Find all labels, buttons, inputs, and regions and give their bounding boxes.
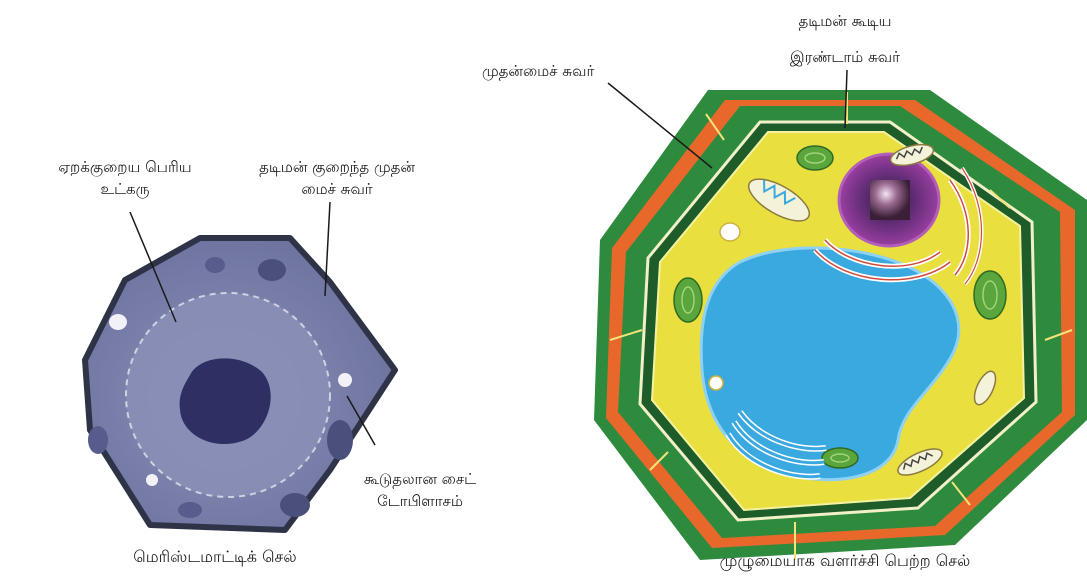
meristem-plastid <box>327 420 353 460</box>
chloroplast <box>974 271 1006 319</box>
label-thin-wall-line1: தடிமன் குறைந்த முதன் <box>212 156 462 178</box>
label-thin-primary-wall: தடிமன் குறைந்த முதன் மைச் சுவர் <box>212 156 462 200</box>
meristem-vacuole <box>338 373 352 387</box>
label-nucleus-line1: ஏறக்குறைய பெரிய <box>40 156 210 178</box>
meristem-vacuole <box>146 474 158 486</box>
nucleolus <box>870 180 910 220</box>
meristem-vacuole <box>109 314 127 330</box>
caption-meristematic-cell: மெரிஸ்டமாட்டிக் செல் <box>95 546 335 568</box>
label-nucleus: ஏறக்குறைய பெரிய உட்கரு <box>40 156 210 200</box>
label-cytoplasm-line2: டோபிளாசம் <box>330 490 510 512</box>
meristem-plastid <box>205 257 225 273</box>
chloroplast <box>674 278 702 322</box>
meristem-nucleolus <box>180 358 271 444</box>
label-secondary-wall: தடிமன் கூடிய இரண்டாம் சுவர் <box>755 10 935 68</box>
label-thin-wall-line2: மைச் சுவர் <box>212 178 462 200</box>
meristem-plastid <box>88 426 108 454</box>
chloroplast <box>822 448 858 468</box>
label-cytoplasm-line1: கூடுதலான சைட் <box>330 468 510 490</box>
meristem-plastid <box>178 502 202 518</box>
label-secondary-wall-line2: இரண்டாம் சுவர் <box>755 46 935 68</box>
meristem-plastid <box>258 259 286 281</box>
label-cytoplasm: கூடுதலான சைட் டோபிளாசம் <box>330 468 510 512</box>
label-secondary-wall-line1: தடிமன் கூடிய <box>755 10 935 32</box>
meristem-plastid <box>280 493 310 517</box>
mature-cell <box>594 90 1087 560</box>
chloroplast <box>797 146 833 170</box>
label-primary-wall: முதன்மைச் சுவர் <box>482 60 594 82</box>
caption-mature-cell: முழுமையாக வளர்ச்சி பெற்ற செல் <box>675 550 1015 572</box>
label-nucleus-line2: உட்கரு <box>40 178 210 200</box>
